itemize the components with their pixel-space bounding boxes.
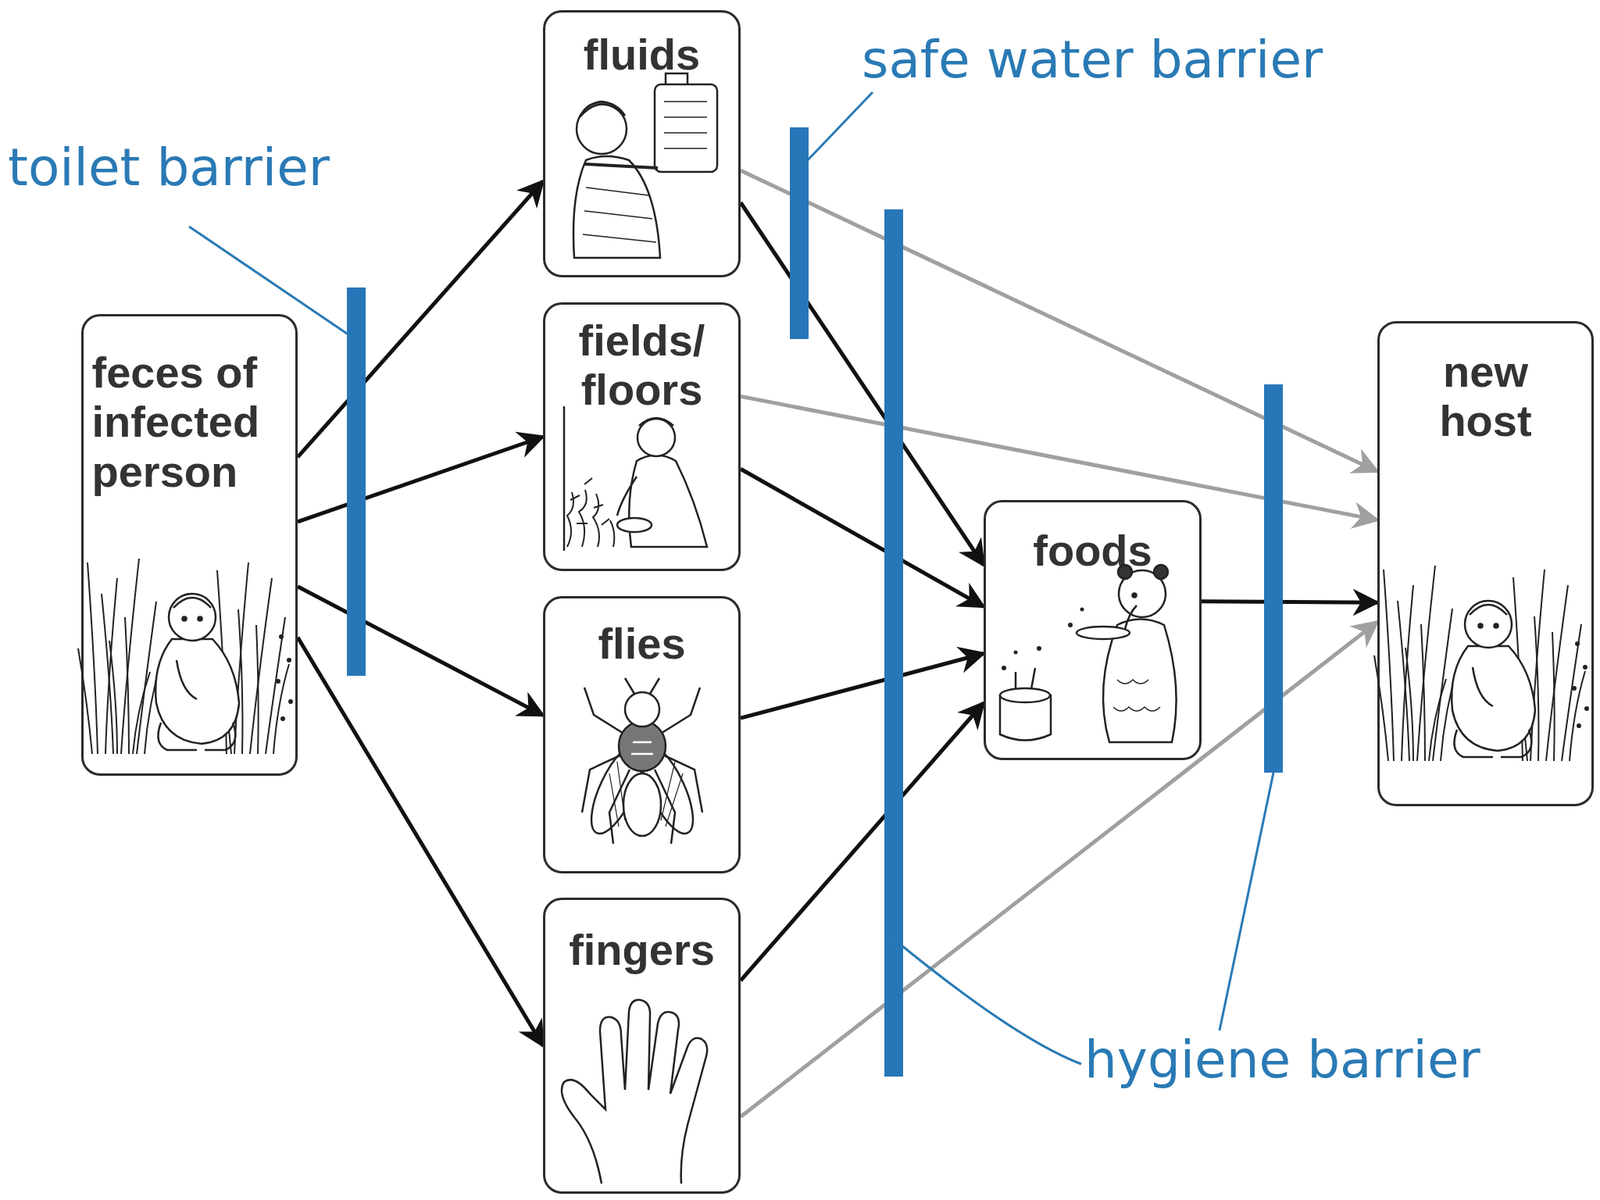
process-box: fields/ floors (542, 302, 741, 572)
process-box: fingers (542, 897, 741, 1194)
barrier-bar (884, 209, 904, 1077)
node-label: fields/ floors (564, 315, 721, 415)
process-box: new host (1377, 321, 1594, 807)
flow-arrow (740, 468, 984, 607)
leader-line (1219, 772, 1274, 1031)
flow-arrow (740, 653, 984, 718)
leader-line (804, 92, 873, 164)
process-box: flies (542, 596, 741, 874)
flow-arrow (740, 703, 984, 981)
node-label: new host (1411, 346, 1561, 447)
node-label: flies (552, 618, 733, 668)
barrier-bar (789, 127, 809, 340)
flow-arrow (1201, 601, 1378, 603)
flow-arrow (297, 436, 543, 522)
node-label: foods (995, 525, 1191, 575)
barrier-label: safe water barrier (861, 29, 1323, 90)
flow-arrow (297, 586, 543, 716)
barrier-label: toilet barrier (7, 137, 330, 198)
flow-arrow (297, 637, 543, 1047)
process-box: foods (983, 500, 1202, 761)
flow-arrow (740, 202, 984, 565)
flow-arrow (740, 170, 1378, 472)
barrier-label: hygiene barrier (1084, 1029, 1481, 1090)
process-box: fluids (542, 10, 741, 278)
process-box: feces of infected person (81, 314, 298, 776)
node-label: fluids (552, 29, 733, 79)
barrier-bar (346, 287, 366, 676)
leader-line (893, 939, 1082, 1065)
node-label: fingers (552, 925, 733, 975)
node-label: feces of infected person (92, 347, 288, 497)
flow-arrow (297, 181, 543, 458)
barrier-bar (1264, 384, 1283, 773)
